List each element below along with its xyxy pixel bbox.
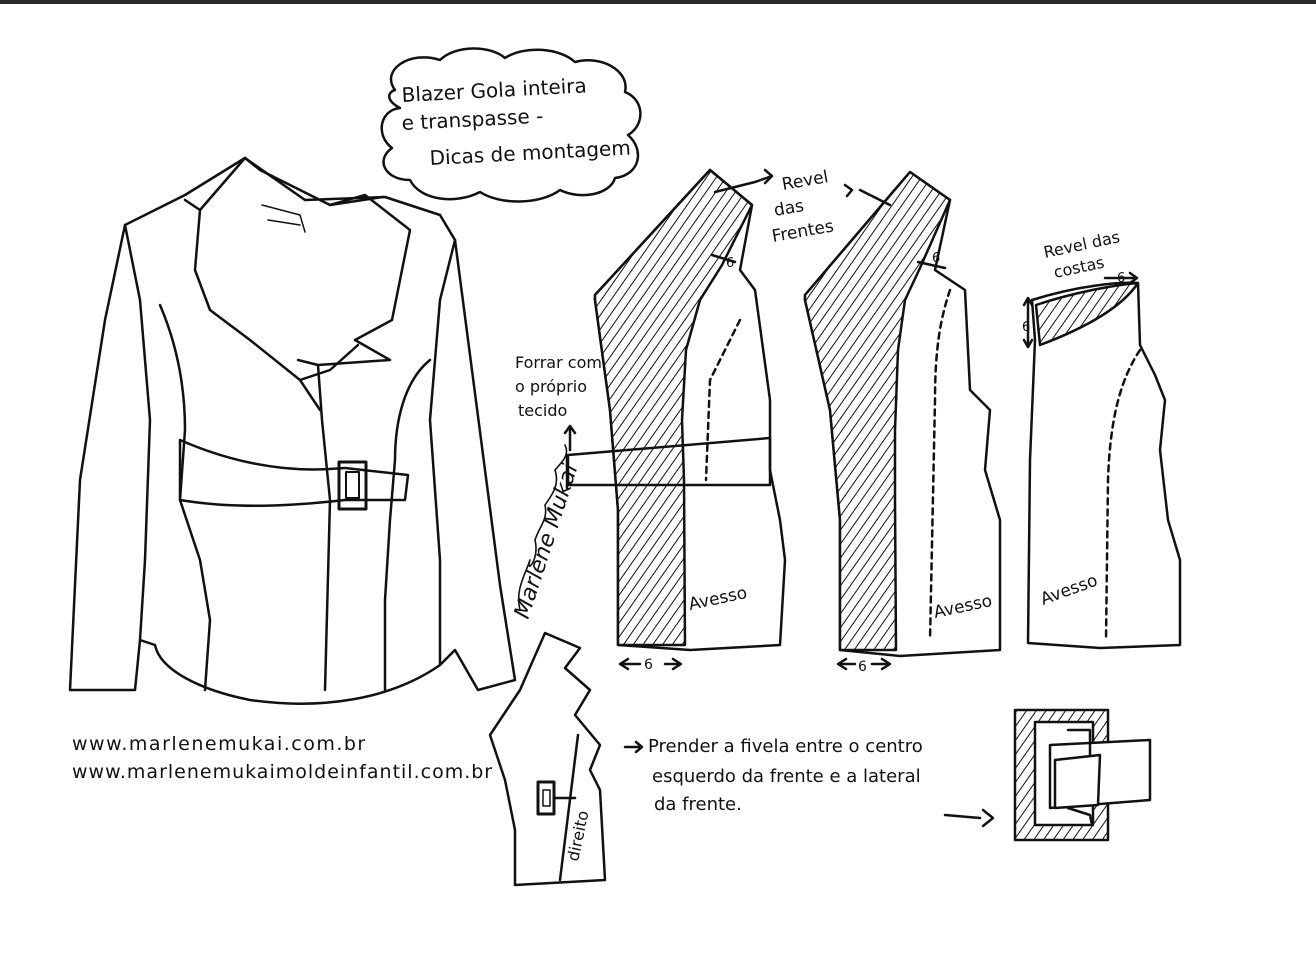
- forrar-label-2: o próprio: [515, 377, 587, 396]
- measure-6-e: 6: [644, 657, 653, 673]
- revel-frentes-label-1: Revel: [780, 167, 830, 195]
- revel-frentes-label-2: das: [772, 196, 805, 221]
- signature: Marlene Mukai: [510, 461, 583, 622]
- title-cloud: [380, 47, 642, 203]
- prender-arrow: [623, 740, 644, 754]
- avesso-label-2: Avesso: [932, 591, 994, 623]
- scan-top-edge: [0, 0, 1316, 4]
- title-line-2: e transpasse -: [401, 104, 544, 135]
- front-piece-2: [803, 170, 1002, 671]
- back-piece: [1022, 271, 1182, 650]
- measure-6-a: 6: [726, 256, 734, 271]
- measure-6-c: 6: [1117, 271, 1125, 286]
- prender-line-1: Prender a fivela entre o centro: [648, 736, 923, 757]
- revel-frentes-label-3: Frentes: [770, 216, 835, 247]
- title-line-1: Blazer Gola inteira: [401, 73, 587, 107]
- measure-6-d: 6: [1022, 320, 1030, 335]
- signature-scribble: [517, 444, 568, 611]
- url-site-2: www.marlenemukaimoldeinfantil.com.br: [72, 761, 493, 783]
- avesso-label-3: Avesso: [1038, 571, 1101, 610]
- title-line-3: Dicas de montagem: [429, 135, 631, 170]
- front-piece-1: [563, 168, 787, 671]
- jacket-drawing: [68, 156, 517, 705]
- buckle-detail: [943, 708, 1152, 842]
- measure-6-b: 6: [932, 251, 940, 266]
- detail-right-front: [488, 631, 607, 887]
- measure-6-f: 6: [858, 659, 867, 675]
- url-site-1: www.marlenemukai.com.br: [72, 733, 367, 755]
- forrar-label-3: tecido: [518, 401, 567, 420]
- prender-line-3: da frente.: [654, 794, 742, 815]
- prender-line-2: esquerdo da frente e a lateral: [652, 766, 921, 787]
- avesso-label-1: Avesso: [687, 583, 749, 615]
- forrar-label-1: Forrar com: [515, 353, 602, 372]
